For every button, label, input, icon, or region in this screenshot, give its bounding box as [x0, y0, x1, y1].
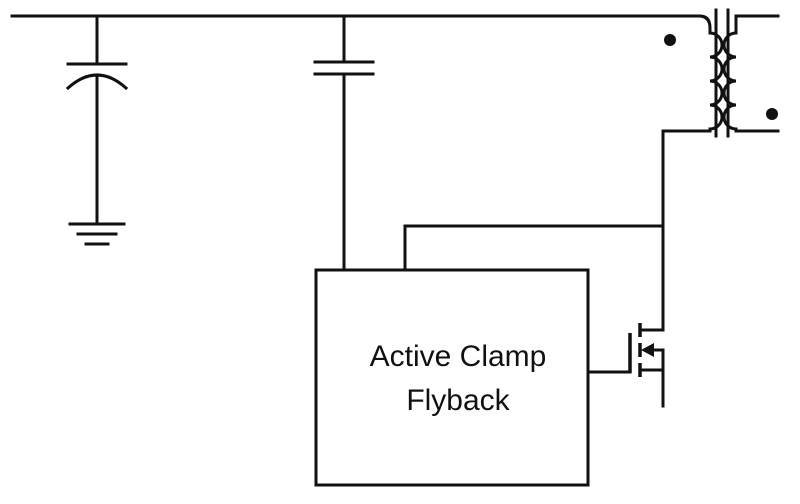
- mosfet-switch: [628, 224, 665, 408]
- electrolytic-capacitor: [65, 14, 129, 226]
- primary-polarity-dot: [664, 34, 676, 46]
- transformer: [661, 8, 780, 228]
- block-label-line2: Flyback: [406, 384, 510, 417]
- active-clamp-flyback-block: [314, 268, 590, 487]
- capacitor: [313, 14, 375, 272]
- ground-icon: [68, 222, 126, 246]
- block-label-line1: Active Clamp: [370, 340, 547, 373]
- secondary-polarity-dot: [766, 108, 778, 120]
